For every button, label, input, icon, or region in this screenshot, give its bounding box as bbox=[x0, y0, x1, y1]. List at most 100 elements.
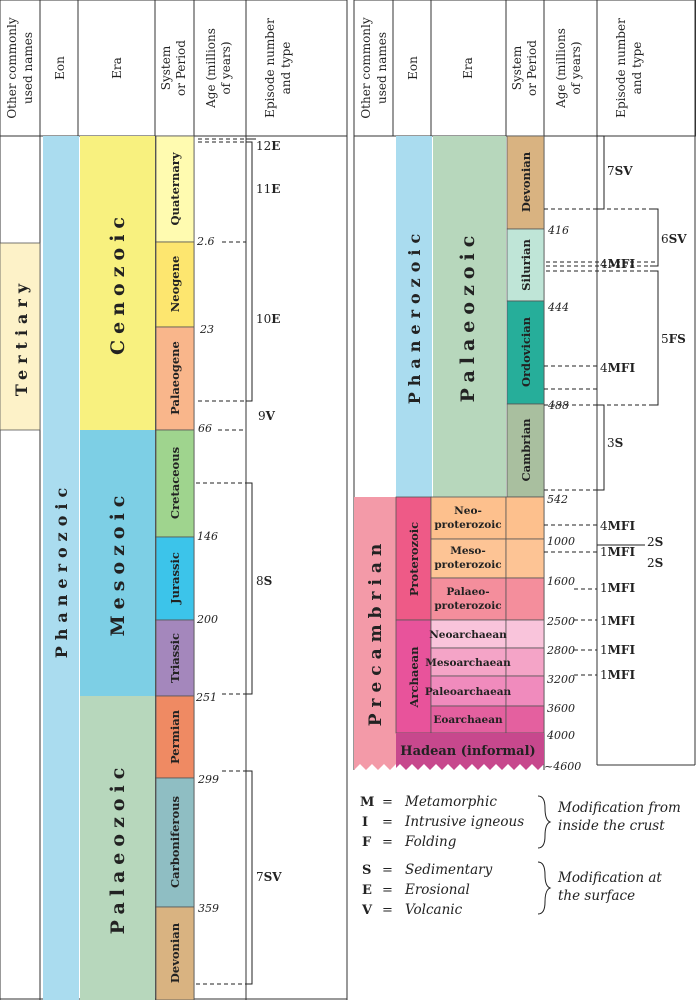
right-phanerozoic-label: Phanerozoic bbox=[405, 228, 424, 405]
age-200: 200 bbox=[196, 613, 218, 626]
quaternary-block bbox=[155, 135, 195, 243]
neoproterozoic-line1: Neo- bbox=[454, 505, 482, 517]
right-age-1000: 1000 bbox=[547, 535, 575, 548]
right-period-ordovician: Ordovician bbox=[519, 316, 533, 387]
right-phanerozoic-block bbox=[396, 136, 432, 497]
right-age-3600: 3600 bbox=[547, 702, 575, 715]
right-silurian-block bbox=[506, 228, 545, 302]
right-palaeozoic-block bbox=[433, 136, 506, 497]
right-age-3200: 3200 bbox=[547, 673, 575, 686]
age-66: 66 bbox=[198, 422, 212, 435]
age-299: 299 bbox=[197, 773, 219, 786]
right-header-episode-line1: Episode number bbox=[614, 18, 628, 118]
age-146: 146 bbox=[197, 530, 218, 543]
right-episode-7: 7SV bbox=[607, 164, 633, 178]
right-header-era: Era bbox=[461, 57, 475, 79]
eoarchaean-label: Eoarchaean bbox=[433, 714, 503, 726]
legend: M = Metamorphic I = Intrusive igneous F … bbox=[360, 794, 681, 918]
left-episode-12: 12E bbox=[256, 139, 280, 153]
right-header-system-line2: or Period bbox=[525, 40, 539, 96]
neoproterozoic-line2: proterozoic bbox=[434, 519, 501, 531]
left-episode-9: 9V bbox=[258, 409, 276, 423]
legend-note2-line2: the surface bbox=[558, 888, 635, 904]
age-359: 359 bbox=[198, 902, 219, 915]
header-other-names-line2: used names bbox=[21, 32, 35, 104]
right-age-1600: 1600 bbox=[547, 575, 575, 588]
legend-code-f: F bbox=[362, 835, 372, 850]
legend-name-v: Volcanic bbox=[405, 902, 463, 918]
phanerozoic-label: Phanerozoic bbox=[52, 482, 71, 659]
legend-code-m: M bbox=[360, 795, 374, 810]
right-episode-1-e: 1MFI bbox=[600, 668, 635, 682]
legend-eq-s: = bbox=[382, 863, 393, 878]
mesoproterozoic-line2: proterozoic bbox=[434, 559, 501, 571]
hadean-label: Hadean (informal) bbox=[400, 744, 535, 759]
neogene-block bbox=[155, 241, 195, 328]
mesozoic-label: Mesozoic bbox=[107, 490, 129, 637]
period-quaternary: Quaternary bbox=[168, 152, 182, 225]
period-devonian: Devonian bbox=[168, 922, 182, 983]
right-episode-4-top: 4MFI bbox=[600, 257, 635, 271]
mesoarchaean-label: Mesoarchaean bbox=[425, 657, 511, 669]
period-neogene: Neogene bbox=[168, 256, 182, 313]
right-chart: Other commonly used names Eon Era System… bbox=[353, 0, 696, 773]
permian-block bbox=[155, 695, 195, 779]
right-age-542: 542 bbox=[547, 493, 568, 506]
neoarchaean-block bbox=[430, 619, 507, 649]
mesozoic-era-block bbox=[80, 430, 155, 696]
legend-code-s: S bbox=[362, 863, 371, 878]
eoarchaean-block bbox=[430, 705, 507, 734]
period-permian: Permian bbox=[168, 709, 182, 764]
right-episode-2-a: 2S bbox=[647, 535, 663, 549]
mesoproterozoic-line1: Meso- bbox=[450, 545, 486, 557]
period-palaeogene: Palaeogene bbox=[168, 341, 182, 415]
legend-name-s: Sedimentary bbox=[405, 862, 493, 878]
carboniferous-block bbox=[155, 777, 195, 908]
right-age-4600: ~4600 bbox=[544, 760, 581, 773]
right-episode-4-mid: 4MFI bbox=[600, 361, 635, 375]
header-age-line2: of years) bbox=[219, 41, 233, 94]
legend-eq-i: = bbox=[382, 815, 393, 830]
legend-eq-v: = bbox=[382, 903, 393, 918]
header-other-names-line1: Other commonly bbox=[5, 17, 19, 119]
right-episode-1-c: 1MFI bbox=[600, 614, 635, 628]
header-age-line1: Age (millions bbox=[204, 28, 218, 109]
header-episode-line1: Episode number bbox=[263, 18, 277, 118]
right-age-2800: 2800 bbox=[546, 644, 575, 657]
legend-name-f: Folding bbox=[404, 834, 457, 850]
right-age-2500: 2500 bbox=[546, 615, 575, 628]
legend-eq-m: = bbox=[382, 795, 393, 810]
right-ordovician-block bbox=[506, 300, 545, 405]
right-episode-2-b: 2S bbox=[647, 556, 663, 570]
header-system-line2: or Period bbox=[174, 40, 188, 96]
right-cambrian-block bbox=[506, 403, 545, 498]
legend-note2-line1: Modification at bbox=[557, 870, 662, 886]
phanerozoic-eon-block bbox=[43, 136, 79, 1000]
triassic-block bbox=[155, 619, 195, 697]
palaeoproterozoic-line2: proterozoic bbox=[434, 600, 501, 612]
legend-name-m: Metamorphic bbox=[404, 794, 497, 810]
palaeoproterozoic-block bbox=[430, 577, 507, 621]
paleoarchaean-label: Paleoarchaean bbox=[425, 686, 512, 698]
devonian-block bbox=[155, 906, 195, 1000]
left-episode-10: 10E bbox=[256, 312, 280, 326]
right-header-age-line1: Age (millions bbox=[554, 28, 568, 109]
mesoarchaean-block bbox=[430, 647, 507, 677]
right-header-other-line2: used names bbox=[375, 32, 389, 104]
right-episode-1-d: 1MFI bbox=[600, 643, 635, 657]
right-episode-6: 6SV bbox=[661, 232, 687, 246]
age-251: 251 bbox=[195, 691, 217, 704]
header-episode-line2: and type bbox=[279, 42, 293, 95]
right-period-cambrian: Cambrian bbox=[519, 418, 533, 482]
header-era: Era bbox=[110, 57, 124, 79]
neoproterozoic-block bbox=[430, 496, 507, 540]
legend-code-i: I bbox=[362, 815, 368, 830]
period-carboniferous: Carboniferous bbox=[168, 796, 182, 888]
right-header-episode-line2: and type bbox=[630, 42, 644, 95]
right-age-416: 416 bbox=[547, 224, 569, 237]
left-episode-11: 11E bbox=[256, 182, 280, 196]
precambrian-eon-block bbox=[354, 497, 396, 770]
right-header-age-line2: of years) bbox=[569, 41, 583, 94]
left-chart: Other commonly used names Eon Era System… bbox=[0, 0, 348, 1000]
